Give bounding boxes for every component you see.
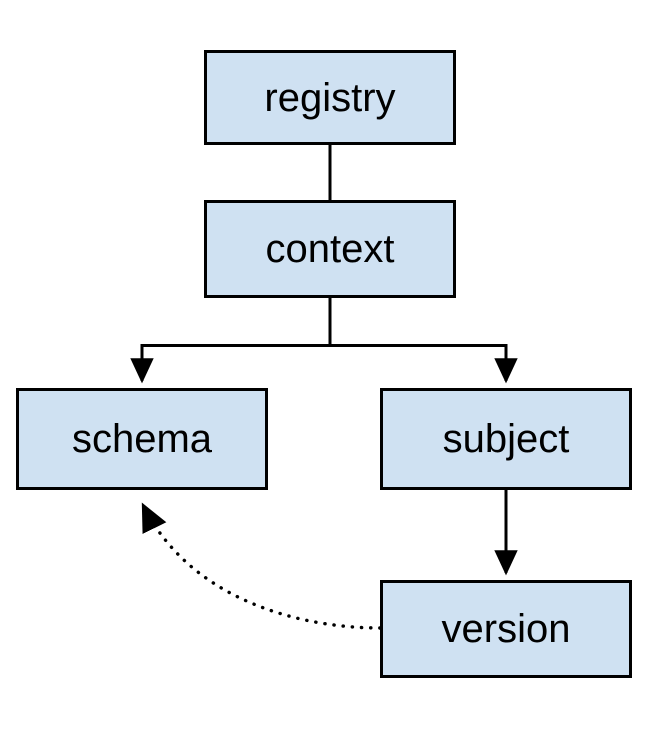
node-subject[interactable]: subject (380, 388, 632, 490)
node-subject-label: subject (442, 417, 570, 461)
node-registry[interactable]: registry (204, 50, 456, 145)
edge-context-to-subject (330, 344, 518, 384)
node-context-label: context (265, 227, 395, 271)
node-schema[interactable]: schema (16, 388, 268, 490)
node-registry-label: registry (264, 75, 396, 120)
node-context[interactable]: context (204, 200, 456, 298)
edge-context-to-schema (130, 344, 330, 384)
node-version[interactable]: version (380, 580, 632, 678)
node-schema-label: schema (71, 417, 213, 461)
edge-version-to-schema (141, 502, 382, 630)
node-version-label: version (441, 607, 571, 651)
